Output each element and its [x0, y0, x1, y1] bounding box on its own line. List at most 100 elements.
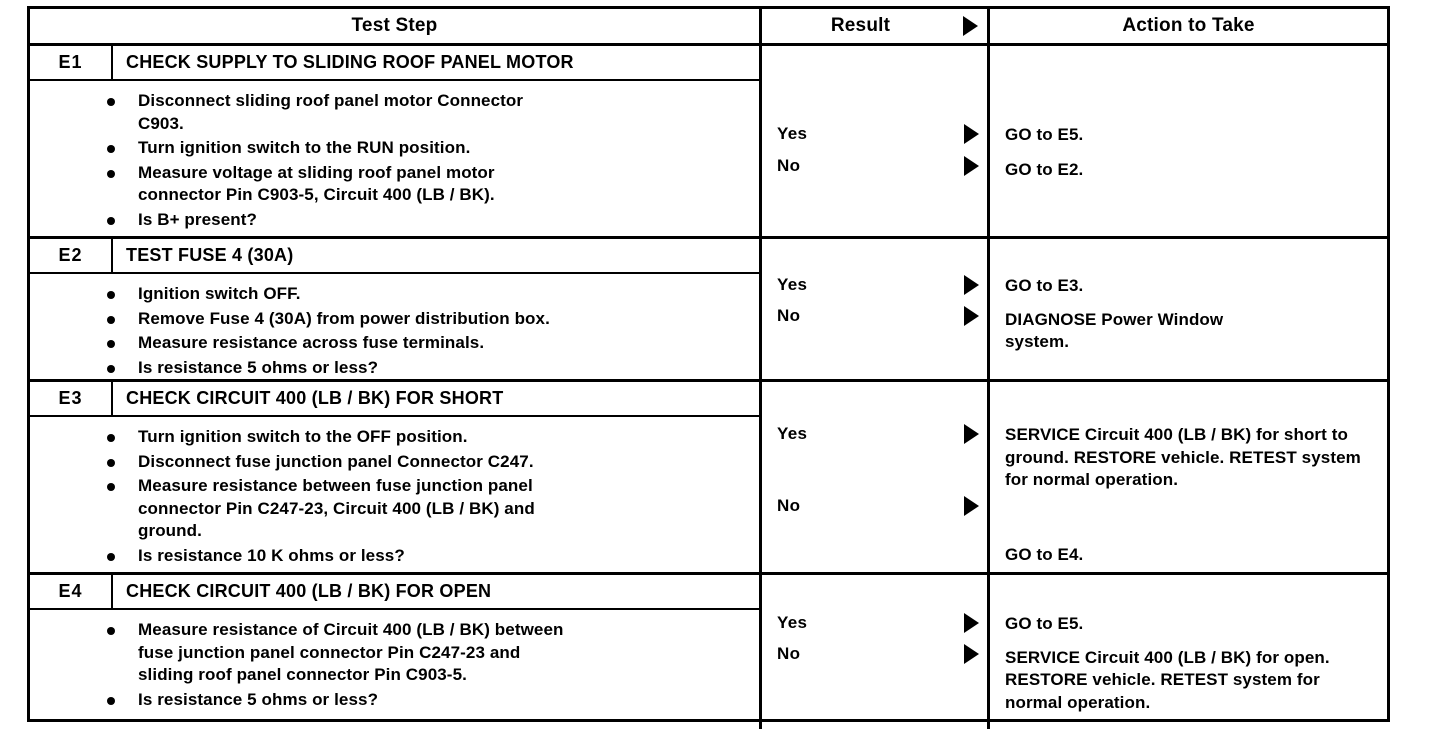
action-row-yes: GO to E3.	[990, 275, 1387, 298]
triangle-right-icon	[964, 275, 979, 295]
step-title-row-e4: E4 CHECK CIRCUIT 400 (LB / BK) FOR OPEN	[30, 575, 759, 610]
action-text-pre: GO to	[1005, 614, 1058, 633]
bullet-line: connector Pin C247-23, Circuit 400 (LB /…	[138, 498, 535, 518]
bullet-line: fuse junction panel connector Pin C247-2…	[138, 642, 521, 662]
result-label: Yes	[777, 275, 808, 294]
triangle-right-icon	[964, 124, 979, 144]
action-text-post: .	[1078, 276, 1084, 295]
bullet-list-e1: Disconnect sliding roof panel motor Conn…	[30, 90, 759, 232]
bullet-line: ground.	[138, 521, 202, 541]
table-body: E1 CHECK SUPPLY TO SLIDING ROOF PANEL MO…	[30, 46, 1387, 729]
list-item: Turn ignition switch to the OFF position…	[107, 426, 749, 449]
result-label: Yes	[777, 613, 808, 632]
triangle-right-icon	[964, 156, 979, 176]
step-heading-e2: TEST FUSE 4 (30A)	[126, 245, 294, 265]
action-text-pre: GO to	[1005, 544, 1058, 564]
action-row-yes: GO to E5.	[990, 613, 1387, 636]
action-step-ref: E5	[1057, 125, 1079, 144]
result-label: Yes	[777, 424, 808, 443]
action-step-ref: E5	[1057, 614, 1079, 633]
column-header-result-label: Result	[830, 15, 891, 36]
action-row-yes: SERVICE Circuit 400 (LB / BK) for short …	[990, 424, 1387, 492]
triangle-right-icon	[964, 613, 979, 633]
action-text-pre: GO to	[1005, 159, 1058, 179]
test-step-cell-e2: E2 TEST FUSE 4 (30A) Ignition switch OFF…	[30, 239, 762, 379]
step-detail-e1: Disconnect sliding roof panel motor Conn…	[30, 81, 759, 236]
bullet-line: Is resistance 5 ohms or less?	[138, 689, 379, 709]
result-label: No	[777, 156, 801, 175]
action-text-pre: SERVICE Circuit 400 (LB / BK) for short …	[1005, 425, 1361, 490]
action-text-post: .	[1078, 544, 1084, 564]
pinpoint-test-table: Test Step Result Action to Take E1 CHECK…	[27, 6, 1390, 729]
table-header-row: Test Step Result Action to Take	[30, 9, 1387, 46]
list-item: Ignition switch OFF.	[107, 283, 749, 306]
result-row-yes: Yes	[762, 275, 987, 295]
action-text: SERVICE Circuit 400 (LB / BK) for short …	[990, 424, 1385, 492]
list-item: Turn ignition switch to the RUN position…	[107, 137, 749, 160]
triangle-right-icon	[964, 306, 979, 326]
bullet-line: Measure resistance across fuse terminals…	[138, 333, 485, 353]
test-step-cell-e4: E4 CHECK CIRCUIT 400 (LB / BK) FOR OPEN …	[30, 575, 762, 729]
step-heading-e3: CHECK CIRCUIT 400 (LB / BK) FOR SHORT	[126, 388, 504, 408]
test-section-e3: E3 CHECK CIRCUIT 400 (LB / BK) FOR SHORT…	[30, 382, 1387, 575]
step-detail-e4: Measure resistance of Circuit 400 (LB / …	[30, 610, 759, 729]
result-label: No	[777, 496, 801, 515]
action-row-no: SERVICE Circuit 400 (LB / BK) for open. …	[990, 647, 1387, 715]
result-row-no: No	[762, 644, 987, 664]
list-item-question: Is resistance 10 K ohms or less?	[107, 545, 749, 568]
action-text-post: .	[1078, 159, 1084, 179]
test-section-e4: E4 CHECK CIRCUIT 400 (LB / BK) FOR OPEN …	[30, 575, 1387, 729]
result-row-yes: Yes	[762, 124, 987, 144]
bullet-line: Is resistance 5 ohms or less?	[138, 357, 379, 377]
bullet-line: Disconnect sliding roof panel motor Conn…	[138, 91, 524, 110]
result-label: No	[777, 644, 801, 663]
result-row-no: No	[762, 156, 987, 176]
bullet-line: C903.	[138, 113, 184, 133]
triangle-right-icon	[963, 16, 978, 36]
triangle-right-icon	[964, 424, 979, 444]
bullet-line: Turn ignition switch to the OFF position…	[138, 427, 468, 446]
step-id-e2: E2	[30, 239, 113, 272]
bullet-line: sliding roof panel connector Pin C903-5.	[138, 665, 467, 685]
result-row-no: No	[762, 306, 987, 326]
action-step-ref: E2	[1057, 159, 1079, 179]
bullet-line: Is resistance 10 K ohms or less?	[138, 546, 405, 566]
triangle-right-icon	[964, 644, 979, 664]
list-item: Measure resistance of Circuit 400 (LB / …	[107, 619, 749, 687]
list-item: Measure resistance between fuse junction…	[107, 475, 749, 543]
step-detail-e2: Ignition switch OFF. Remove Fuse 4 (30A)…	[30, 274, 759, 381]
result-cell-e1: Yes No	[762, 46, 990, 236]
bullet-line: Turn ignition switch to the RUN position…	[138, 138, 471, 158]
test-section-e1: E1 CHECK SUPPLY TO SLIDING ROOF PANEL MO…	[30, 46, 1387, 239]
column-header-action-to-take: Action to Take	[990, 9, 1387, 43]
result-row-yes: Yes	[762, 613, 987, 633]
action-row-no: GO to E4.	[990, 544, 1387, 567]
bullet-line: Disconnect fuse junction panel Connector…	[138, 451, 534, 471]
step-title-row-e3: E3 CHECK CIRCUIT 400 (LB / BK) FOR SHORT	[30, 382, 759, 417]
step-id-e4: E4	[30, 575, 113, 608]
action-text: GO to E3.	[990, 275, 1093, 298]
bullet-list-e3: Turn ignition switch to the OFF position…	[30, 426, 759, 568]
list-item-question: Is B+ present?	[107, 209, 749, 232]
result-label: No	[777, 306, 801, 325]
column-header-result: Result	[762, 9, 990, 43]
bullet-line: connector Pin C903-5, Circuit 400 (LB / …	[138, 185, 495, 205]
result-cell-e3: Yes No	[762, 382, 990, 572]
list-item: Remove Fuse 4 (30A) from power distribut…	[107, 308, 749, 331]
result-cell-e2: Yes No	[762, 239, 990, 379]
triangle-right-icon	[964, 496, 979, 516]
action-text: DIAGNOSE Power Window system.	[990, 309, 1275, 354]
bullet-line: Is B+ present?	[138, 210, 258, 230]
bullet-line: Remove Fuse 4 (30A) from power distribut…	[138, 308, 550, 328]
list-item: Disconnect fuse junction panel Connector…	[107, 451, 749, 474]
test-step-cell-e3: E3 CHECK CIRCUIT 400 (LB / BK) FOR SHORT…	[30, 382, 762, 572]
test-step-cell-e1: E1 CHECK SUPPLY TO SLIDING ROOF PANEL MO…	[30, 46, 762, 236]
list-item-question: Is resistance 5 ohms or less?	[107, 357, 749, 380]
list-item: Disconnect sliding roof panel motor Conn…	[107, 90, 749, 135]
action-cell-e3: SERVICE Circuit 400 (LB / BK) for short …	[990, 382, 1387, 572]
action-text: GO to E2.	[990, 159, 1093, 182]
test-section-e2: E2 TEST FUSE 4 (30A) Ignition switch OFF…	[30, 239, 1387, 382]
action-text: SERVICE Circuit 400 (LB / BK) for open. …	[990, 647, 1375, 715]
step-title-row-e1: E1 CHECK SUPPLY TO SLIDING ROOF PANEL MO…	[30, 46, 759, 81]
